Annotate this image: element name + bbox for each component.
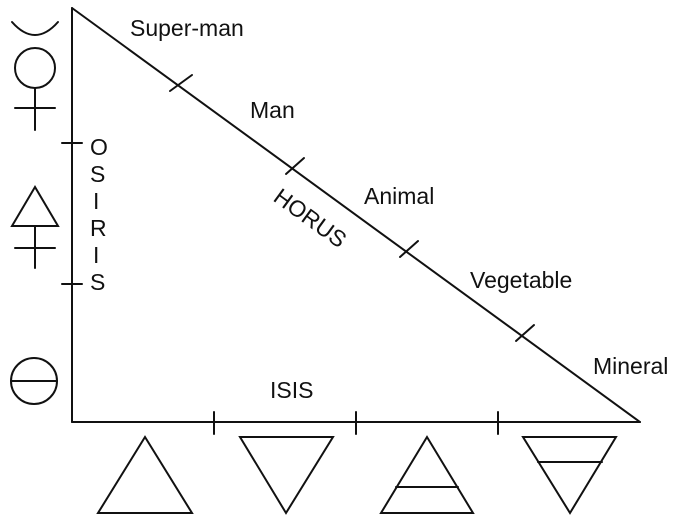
water-triangle xyxy=(238,436,335,515)
label-vegetable: Vegetable xyxy=(470,267,572,293)
salt-symbol xyxy=(10,357,58,405)
hypotenuse-tick-marks xyxy=(169,74,535,342)
osiris-vertical-label: O S I R I S xyxy=(90,134,108,295)
base-tick-marks xyxy=(213,411,499,435)
hypotenuse-tick xyxy=(399,240,419,258)
earth-triangle-shape xyxy=(521,436,618,515)
air-triangle xyxy=(379,435,475,514)
hypotenuse-tick xyxy=(285,157,305,175)
mercury-horns xyxy=(11,21,59,36)
left-tick-marks xyxy=(61,142,83,285)
label-animal: Animal xyxy=(364,183,434,209)
water-triangle-shape xyxy=(238,436,335,515)
label-mineral: Mineral xyxy=(593,353,668,379)
label-man: Man xyxy=(250,97,295,123)
main-triangle xyxy=(71,7,641,423)
air-triangle-shape xyxy=(379,435,475,514)
label-super-man: Super-man xyxy=(130,15,244,41)
earth-triangle xyxy=(521,436,618,515)
mercury-symbol xyxy=(11,21,59,131)
osiris-letter: S xyxy=(90,269,105,295)
hypotenuse-line xyxy=(71,7,641,423)
sulfur-triangle xyxy=(10,185,60,227)
label-isis: ISIS xyxy=(270,377,313,403)
osiris-letter: I xyxy=(93,242,99,268)
hypotenuse-tick xyxy=(169,74,193,92)
osiris-letter: R xyxy=(90,215,107,241)
label-horus: HORUS xyxy=(269,183,351,253)
sulfur-symbol xyxy=(10,185,60,269)
hypotenuse-tick xyxy=(515,324,535,342)
osiris-letter: O xyxy=(90,134,108,160)
fire-triangle-shape xyxy=(96,435,194,514)
osiris-letter: I xyxy=(93,188,99,214)
fire-triangle xyxy=(96,435,194,514)
osiris-letter: S xyxy=(90,161,105,187)
mercury-circle xyxy=(14,47,56,89)
